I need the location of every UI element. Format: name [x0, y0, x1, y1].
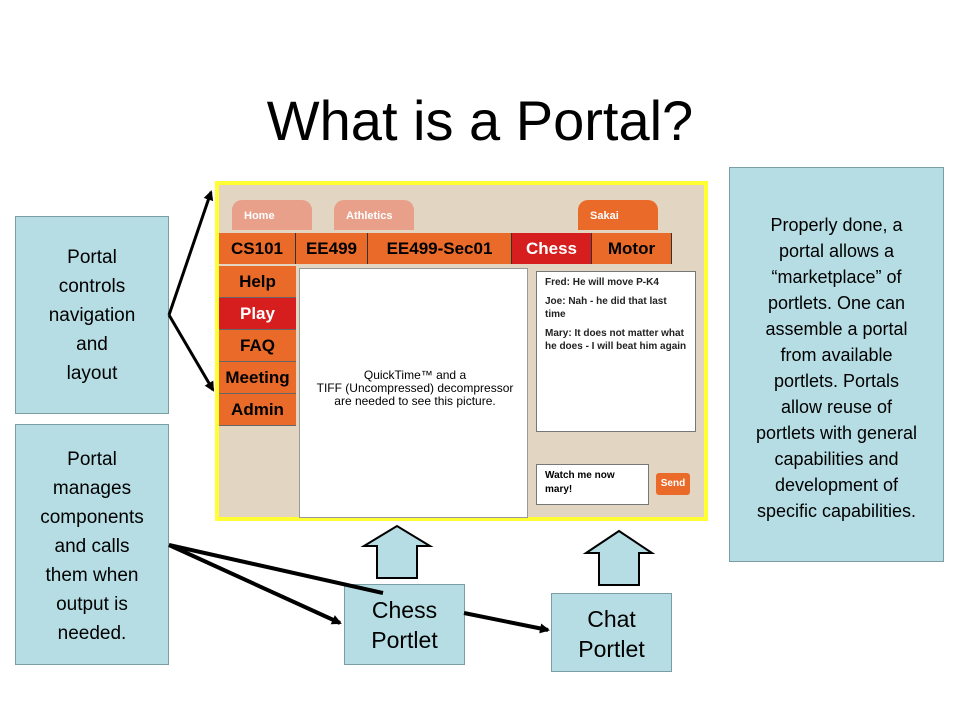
chat-log: Fred: He will move P-K4 Joe: Nah - he di…	[536, 271, 696, 432]
navigation-note: Portal controls navigation and layout	[15, 216, 169, 414]
components-note: Portal manages components and calls them…	[15, 424, 169, 665]
slide-title: What is a Portal?	[266, 89, 694, 152]
arrow-to-menu	[167, 314, 215, 392]
side-menu-faq[interactable]: FAQ	[219, 330, 296, 362]
top-tab-sakai[interactable]: Sakai	[578, 200, 658, 230]
course-tab-bar: CS101 EE499 EE499-Sec01 Chess Motor	[219, 233, 672, 264]
tab-motor[interactable]: Motor	[592, 233, 672, 264]
side-menu-help[interactable]: Help	[219, 266, 296, 298]
line-components	[168, 543, 384, 595]
up-arrow-chat	[582, 529, 656, 586]
chat-message: Joe: Nah - he did that last time	[545, 296, 667, 320]
tab-ee499-sec01[interactable]: EE499-Sec01	[368, 233, 512, 264]
tab-cs101[interactable]: CS101	[219, 233, 296, 264]
chat-portlet-label: Chat Portlet	[578, 606, 645, 662]
send-button[interactable]: Send	[656, 473, 690, 495]
chess-portlet-box: Chess Portlet	[344, 584, 465, 665]
chess-portlet-label: Chess Portlet	[371, 597, 438, 653]
side-menu-admin[interactable]: Admin	[219, 394, 296, 426]
chat-portlet-box: Chat Portlet	[551, 593, 672, 672]
side-menu-meeting[interactable]: Meeting	[219, 362, 296, 394]
top-tab-home[interactable]: Home	[232, 200, 312, 230]
chess-placeholder-text: QuickTime™ and a TIFF (Uncompressed) dec…	[316, 368, 514, 408]
chat-input[interactable]: Watch me now mary!	[536, 464, 649, 505]
navigation-note-text: Portal controls navigation and layout	[48, 247, 136, 384]
marketplace-note: Properly done, a portal allows a “market…	[729, 167, 944, 562]
tab-chess[interactable]: Chess	[512, 233, 592, 264]
arrow-to-tabs	[167, 190, 214, 316]
chat-message: Fred: He will move P-K4	[545, 277, 659, 288]
top-tab-athletics[interactable]: Athletics	[334, 200, 414, 230]
arrow-to-chess-portlet	[168, 543, 342, 625]
tab-ee499[interactable]: EE499	[296, 233, 368, 264]
arrow-to-chat-portlet	[463, 611, 550, 634]
marketplace-note-text: Properly done, a portal allows a “market…	[755, 215, 918, 521]
chat-message: Mary: It does not matter what he does - …	[545, 328, 687, 352]
side-menu-play[interactable]: Play	[219, 298, 296, 330]
chess-portlet-area: QuickTime™ and a TIFF (Uncompressed) dec…	[299, 268, 528, 518]
up-arrow-chess	[360, 524, 434, 579]
components-note-text: Portal manages components and calls them…	[40, 449, 144, 644]
